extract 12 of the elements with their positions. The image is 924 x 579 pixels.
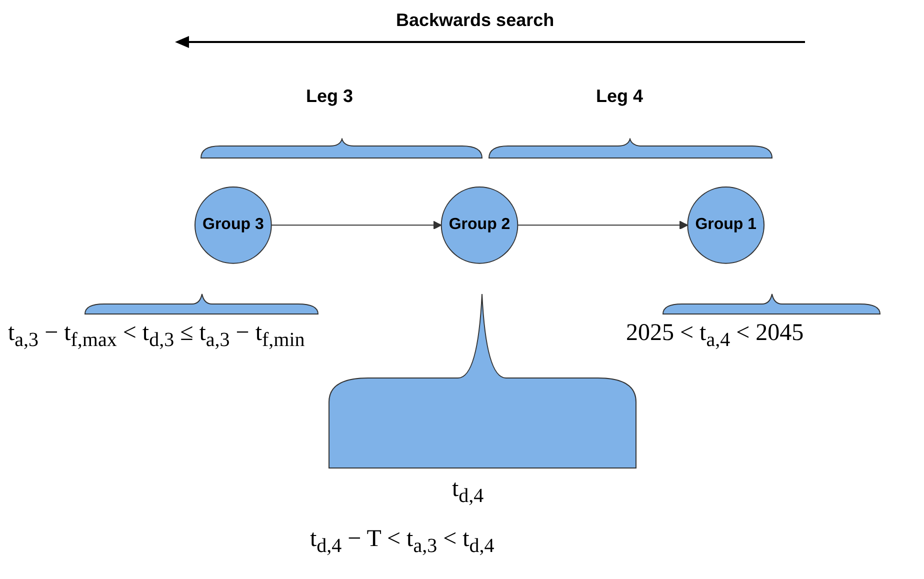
leg-label: Leg 3 — [306, 86, 354, 107]
node-circle: Group 1 — [688, 186, 766, 264]
node-circle: Group 3 — [194, 186, 272, 264]
formula-text: t$_{d,4}$ — [452, 476, 484, 508]
heading: Backwards search — [396, 10, 554, 31]
arrow — [518, 220, 689, 230]
node-circle: Group 2 — [441, 186, 519, 264]
formula-text: t$_{d,4}$ − T < t$_{a,3}$ < t$_{d,4}$ — [310, 526, 494, 558]
arrow — [271, 220, 442, 230]
formula-text: t$_{a,3}$ − t$_{f,max}$ < t$_{d,3}$ ≤ t$_{a,3}$ − t$_{f,min}$ — [8, 320, 305, 352]
formula-text: 2025 < t$_{a,4}$ < 2045 — [626, 320, 804, 352]
leg-label: Leg 4 — [596, 86, 644, 107]
